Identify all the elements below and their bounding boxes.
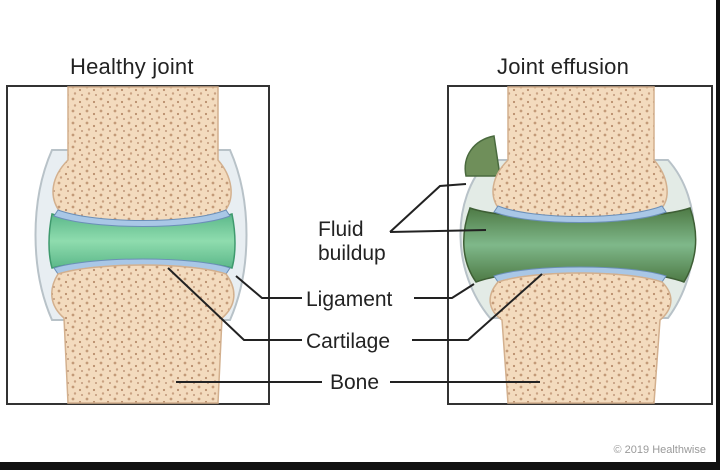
fluid-buildup-label: Fluid buildup [318,218,386,266]
leader-cartilage-right [412,273,543,341]
leader-fluid-1 [389,183,467,233]
fluid-buildup-label-line2: buildup [318,242,386,265]
healthy-joint-title: Healthy joint [70,54,194,79]
healthy-joint-panel [6,85,270,405]
bone-label: Bone [330,371,380,394]
copyright-notice: © 2019 Healthwise [613,444,707,456]
leader-lines [167,183,543,383]
effusion-upper-bone [492,86,668,220]
ligament-label: Ligament [306,288,393,311]
leader-ligament-right [414,283,475,299]
effusion-joint-panel [447,85,713,405]
leader-ligament-left [235,275,302,299]
effusion-cartilage-upper [493,205,667,223]
effusion-outpouching [464,135,501,177]
cartilage-label: Cartilage [306,330,391,353]
leader-cartilage-left [167,267,302,341]
healthy-upper-bone [52,86,232,224]
effusion-lower-bone [489,272,672,404]
fluid-buildup-label-line1: Fluid [318,218,364,241]
joint-effusion-title: Joint effusion [497,54,630,79]
leader-fluid-2 [389,229,487,233]
healthy-cartilage-upper [53,209,231,227]
healthy-lower-bone [51,264,235,404]
